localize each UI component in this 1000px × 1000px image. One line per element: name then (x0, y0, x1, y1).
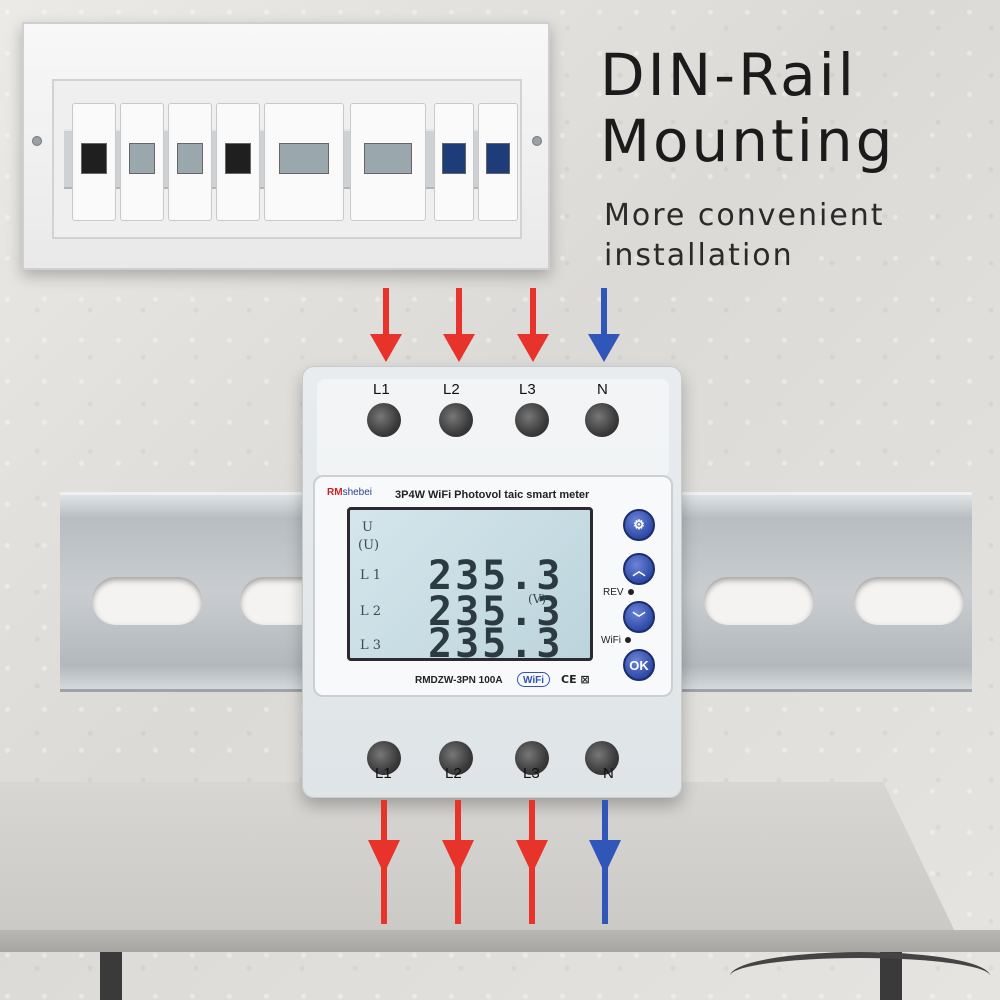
screw-icon (32, 136, 42, 146)
wifi-led (625, 637, 631, 644)
chevron-down-icon: ﹀ (632, 610, 646, 626)
lcd-row-label: L 2 (360, 604, 382, 619)
wifi-label: WiFi (601, 635, 621, 646)
headline-subtitle-line2: installation (604, 238, 794, 273)
distribution-box-interior (52, 79, 522, 239)
terminal-screw-top (439, 403, 473, 437)
meter-device (478, 103, 518, 221)
headline-title: DIN-Rail Mounting (600, 42, 980, 174)
terminal-screw-bottom (585, 741, 619, 775)
smart-meter: L1 L2 L3 N RMshebei 3P4W WiFi Photovol t… (302, 366, 682, 798)
settings-button[interactable]: ⚙ (623, 509, 655, 541)
brand-suffix: shebei (342, 487, 373, 498)
headline-title-line2: Mounting (600, 107, 896, 175)
brand-prefix: RM (327, 487, 343, 498)
terminal-label-top-l3: L3 (519, 381, 536, 398)
breaker-device (72, 103, 116, 221)
lcd-quantity: U (362, 520, 373, 535)
meter-model-number: RMDZW-3PN 100A (415, 675, 503, 686)
lcd-display: U (U) L 1 235.3 L 2 235.3 L 3 235.3 (V) (347, 507, 593, 667)
lcd-row-value: 235.3 (428, 553, 564, 599)
terminal-label-top-l1: L1 (373, 381, 390, 398)
rev-indicator: REV (603, 587, 634, 598)
lcd-row-value: 235.3 (428, 589, 564, 635)
terminal-label-bottom-l1: L1 (375, 765, 392, 782)
terminal-label-top-l2: L2 (443, 381, 460, 398)
terminal-label-bottom-l2: L2 (445, 765, 462, 782)
meter-device (216, 103, 260, 221)
rail-slot (854, 577, 964, 625)
terminal-screw-top (585, 403, 619, 437)
wifi-badge: WiFi (517, 672, 551, 687)
gear-icon: ⚙ (633, 517, 645, 532)
meter-device (350, 103, 426, 221)
terminal-label-bottom-n: N (603, 765, 614, 782)
rev-led (627, 589, 634, 596)
table-strut (730, 952, 990, 1000)
lcd-row-label: L 1 (360, 568, 382, 583)
meter-device (120, 103, 164, 221)
table-leg (100, 952, 122, 1000)
lcd-row-value: 235.3 (428, 621, 564, 667)
certification-marks: CE ⊠ (561, 673, 590, 686)
meter-device (264, 103, 344, 221)
distribution-box-photo (22, 22, 550, 270)
screw-icon (532, 136, 542, 146)
up-button[interactable]: ︿ (623, 553, 655, 585)
ok-button[interactable]: OK (623, 649, 655, 681)
meter-model-title: 3P4W WiFi Photovol taic smart meter (395, 489, 590, 501)
terminal-screw-bottom (515, 741, 549, 775)
lcd-quantity-sub: (U) (358, 538, 380, 553)
terminal-screw-bottom (367, 741, 401, 775)
rev-label: REV (603, 587, 624, 598)
meter-front-panel: RMshebei 3P4W WiFi Photovol taic smart m… (313, 475, 673, 697)
wifi-indicator: WiFi (601, 635, 631, 646)
terminal-screw-top (515, 403, 549, 437)
terminal-screw-bottom (439, 741, 473, 775)
lcd-unit: (V) (528, 592, 547, 606)
meter-device (434, 103, 474, 221)
lcd-row-label: L 3 (360, 638, 382, 653)
terminal-screw-top (367, 403, 401, 437)
terminal-label-top-n: N (597, 381, 608, 398)
headline-title-line1: DIN-Rail (600, 41, 857, 109)
table-surface (0, 782, 960, 942)
chevron-up-icon: ︿ (632, 562, 646, 578)
ok-button-label: OK (629, 657, 649, 673)
rail-slot (704, 577, 814, 625)
table-edge (0, 930, 1000, 952)
headline-subtitle-line1: More convenient (604, 198, 885, 233)
meter-device (168, 103, 212, 221)
brand-logo: RMshebei (327, 487, 372, 498)
headline-subtitle: More convenient installation (604, 196, 984, 276)
terminal-label-bottom-l3: L3 (523, 765, 540, 782)
down-button[interactable]: ﹀ (623, 601, 655, 633)
rail-slot (92, 577, 202, 625)
